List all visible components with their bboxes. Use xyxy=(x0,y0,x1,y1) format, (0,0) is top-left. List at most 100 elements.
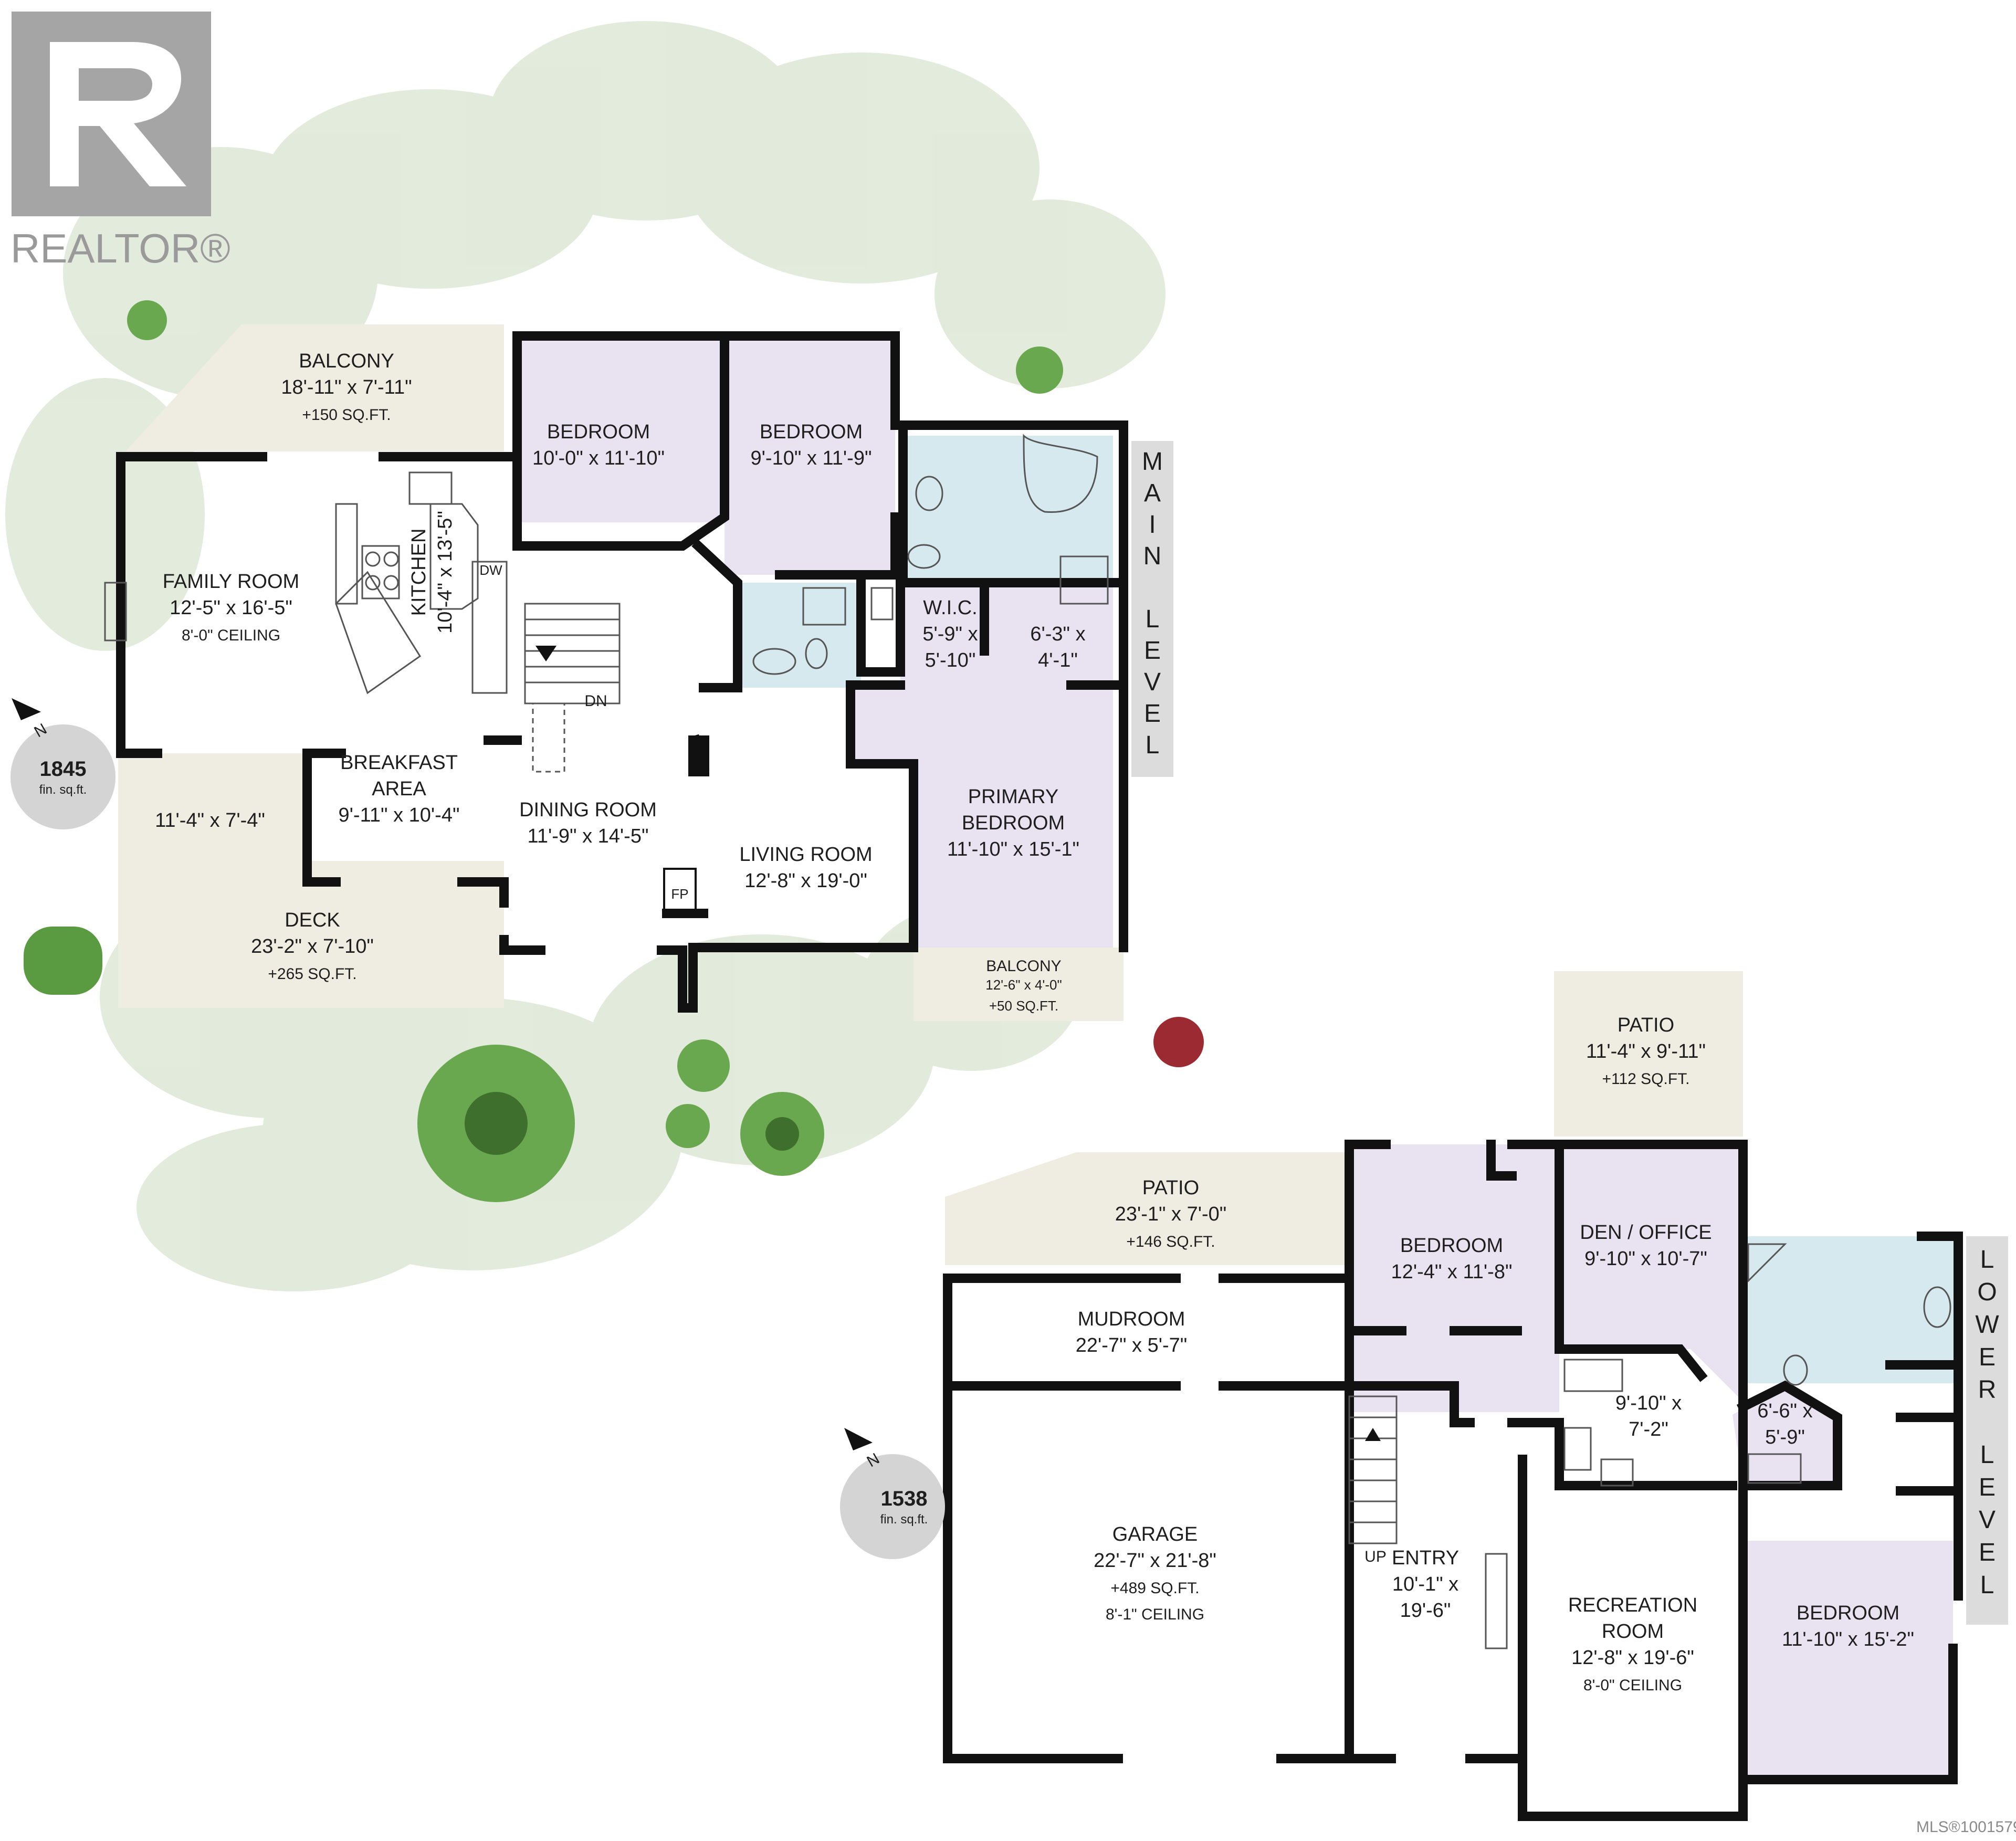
primary-dims: 11'-10" x 15'-1" xyxy=(947,838,1079,860)
patio-left-area-text: +146 SQ.FT. xyxy=(1126,1233,1215,1250)
garage-dims: 22'-7" x 21'-8" xyxy=(1094,1550,1216,1572)
patio-right-name: PATIO xyxy=(1618,1014,1674,1036)
bathroom-main-area xyxy=(903,436,1113,583)
den-name: DEN / OFFICE xyxy=(1580,1222,1712,1244)
bedroom-b-dims: 11'-10" x 15'-2" xyxy=(1782,1628,1914,1650)
wic-dims-b: 5'-10" xyxy=(925,649,976,671)
patio-right-dims: 11'-4" x 9'-11" xyxy=(1586,1040,1706,1062)
lower-area-badge xyxy=(840,1454,945,1559)
main-fixtures xyxy=(104,434,1109,773)
balcony-small-dims: 12'-6" x 4'-0" xyxy=(985,977,1062,993)
patio-right-area xyxy=(1554,971,1743,1137)
balcony-top-area xyxy=(121,324,504,457)
wic-dims-a: 5'-9" x xyxy=(922,623,978,645)
garage-area-text: +489 SQ.FT. xyxy=(1110,1580,1199,1597)
kitchen-dw-label: DW xyxy=(479,562,502,578)
bedroom2-name: BEDROOM xyxy=(760,421,863,443)
wic-area xyxy=(900,583,984,685)
realtor-logo-text: REALTOR® xyxy=(10,225,230,271)
bedroom-a-dims: 12'-4" x 11'-8" xyxy=(1391,1261,1513,1283)
bath-small-dims-a: 6'-6" x xyxy=(1757,1400,1812,1422)
main-level-band xyxy=(1131,441,1173,777)
den-area xyxy=(1559,1144,1743,1402)
lower-compass-arrow xyxy=(844,1428,873,1450)
bathroom-second-area xyxy=(738,583,861,688)
bedroom1-name: BEDROOM xyxy=(547,421,650,443)
mudroom-dims: 22'-7" x 5'-7" xyxy=(1076,1334,1188,1356)
ensuite-area xyxy=(984,583,1113,685)
lower-level-letter: L xyxy=(1980,1571,1994,1599)
ensuite-dims-b: 4'-1" xyxy=(1038,649,1078,671)
mudroom-name: MUDROOM xyxy=(1078,1308,1185,1330)
lower-level-letter: R xyxy=(1978,1376,1997,1404)
bedroom2-dims: 9'-10" x 11'-9" xyxy=(751,447,872,469)
bath-small-area xyxy=(1732,1386,1838,1486)
breakfast-name-a: BREAKFAST xyxy=(340,752,458,774)
family-room-note: 8'-0" CEILING xyxy=(182,627,280,644)
bedroom-b-name: BEDROOM xyxy=(1797,1602,1899,1624)
deck-name: DECK xyxy=(285,909,340,931)
bedroom-a-area xyxy=(1349,1144,1559,1412)
dining-dims: 11'-9" x 14'-5" xyxy=(528,825,649,847)
fireplace-box xyxy=(663,868,697,917)
lower-area-unit: fin. sq.ft. xyxy=(880,1512,928,1527)
patio-right-area-text: +112 SQ.FT. xyxy=(1602,1070,1689,1088)
main-level-letter: I xyxy=(1149,511,1156,539)
deck-area-text: +265 SQ.FT. xyxy=(268,965,356,983)
balcony-top-name: BALCONY xyxy=(299,350,394,372)
lower-area-value: 1538 xyxy=(881,1487,928,1510)
main-level-letter: M xyxy=(1142,448,1163,476)
kitchen-dims: 10'-4" x 13'-5" xyxy=(434,511,456,634)
main-compass-arrow xyxy=(12,698,41,720)
primary-name-b: BEDROOM xyxy=(962,812,1065,834)
bath-small-dims-b: 5'-9" xyxy=(1765,1426,1805,1448)
main-level-letter: E xyxy=(1144,637,1161,665)
family-room-name: FAMILY ROOM xyxy=(163,571,299,593)
recreation-name-a: RECREATION xyxy=(1568,1594,1697,1616)
patio-left-dims: 23'-1" x 7'-0" xyxy=(1115,1203,1227,1225)
lower-fixtures xyxy=(1348,1243,1951,1649)
breakfast-dims: 9'-11" x 10'-4" xyxy=(339,804,460,826)
main-level-letter: L xyxy=(1146,605,1160,633)
lower-level-letter: E xyxy=(1979,1343,1996,1371)
primary-name-a: PRIMARY xyxy=(968,786,1058,808)
laundry-dims-a: 9'-10" x xyxy=(1615,1392,1682,1414)
patio-left-area xyxy=(945,1152,1349,1265)
lower-level-letter: E xyxy=(1979,1474,1996,1501)
dining-name: DINING ROOM xyxy=(519,799,657,821)
ensuite-dims-a: 6'-3" x xyxy=(1030,623,1085,645)
main-area-badge xyxy=(10,724,116,829)
mls-watermark: MLS®1001579 xyxy=(1916,1818,2016,1836)
kitchen-name: KITCHEN xyxy=(408,529,430,616)
balcony-top-area-text: +150 SQ.FT. xyxy=(302,406,391,424)
wic-name: W.I.C. xyxy=(923,597,977,619)
entry-dims-a: 10'-1" x xyxy=(1392,1573,1458,1595)
family-room-dims: 12'-5" x 16'-5" xyxy=(170,597,292,619)
deck-side-dims: 11'-4" x 7'-4" xyxy=(155,809,265,832)
lower-bath-area xyxy=(1743,1236,1958,1383)
bedroom1-area xyxy=(517,336,724,522)
recreation-dims: 12'-8" x 19'-6" xyxy=(1571,1647,1694,1669)
lower-level-letter: L xyxy=(1980,1441,1994,1469)
balcony-small-area xyxy=(914,948,1124,1021)
bedroom-a-name: BEDROOM xyxy=(1400,1235,1503,1257)
balcony-small-name: BALCONY xyxy=(986,958,1061,975)
recreation-note: 8'-0" CEILING xyxy=(1583,1677,1682,1694)
main-level-letter: V xyxy=(1144,668,1161,696)
living-dims: 12'-8" x 19'-0" xyxy=(744,870,867,892)
laundry-dims-b: 7'-2" xyxy=(1629,1418,1668,1440)
main-area-value: 1845 xyxy=(40,758,87,781)
fireplace-label: FP xyxy=(671,886,688,902)
main-level-letter: L xyxy=(1146,731,1160,759)
lower-level-letter: E xyxy=(1979,1539,1996,1566)
deck-dims: 23'-2" x 7'-10" xyxy=(251,935,374,958)
lower-level-letter: V xyxy=(1979,1506,1996,1534)
breakfast-name-b: AREA xyxy=(372,778,426,800)
living-name: LIVING ROOM xyxy=(739,844,872,866)
recreation-name-b: ROOM xyxy=(1602,1621,1664,1643)
